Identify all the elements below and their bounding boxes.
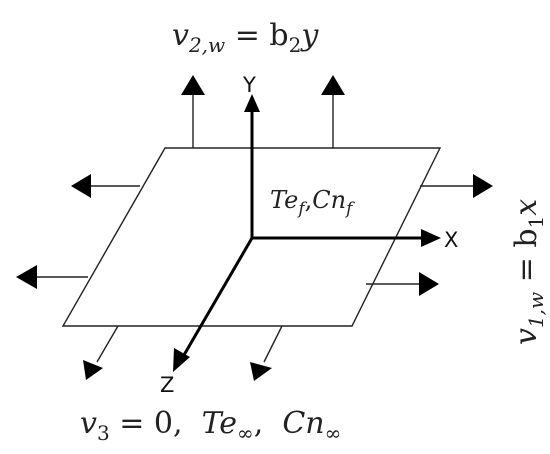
right-arrow-upper-head xyxy=(473,174,493,198)
bottom-v-sub: 3 xyxy=(97,421,110,445)
down-arrow-left-head xyxy=(83,360,103,380)
right-eq: = b xyxy=(509,228,544,291)
downward-arrows xyxy=(83,325,283,381)
x-axis-label: X xyxy=(444,228,458,252)
right-v-sub: 1,w xyxy=(524,292,548,328)
upward-arrows xyxy=(181,75,345,148)
right-v: v xyxy=(509,328,544,345)
z-axis-label: Z xyxy=(160,373,174,397)
plate-sep: , xyxy=(305,186,313,214)
rightward-arrows xyxy=(366,174,493,296)
right-velocity-label: v1,w = b1x xyxy=(509,199,548,345)
up-arrow-right-head xyxy=(321,75,345,95)
leftward-arrows xyxy=(16,174,140,289)
bottom-te-sub: ∞ xyxy=(237,421,254,445)
right-arrow-lower-head xyxy=(419,272,439,296)
bottom-sep: , xyxy=(254,406,283,441)
x-axis-head xyxy=(421,229,441,247)
left-arrow-upper-head xyxy=(71,174,91,198)
bottom-cn: Cn xyxy=(282,406,324,441)
right-var: x xyxy=(509,199,544,216)
z-axis xyxy=(182,237,254,356)
top-b-sub: 2 xyxy=(289,33,302,57)
y-axis-label: Y xyxy=(242,73,256,97)
plate-cn: Cn xyxy=(312,186,346,214)
top-eq: = b xyxy=(225,18,288,53)
plate-conditions-label: Tef,Cnf xyxy=(270,186,355,219)
left-arrow-lower-head xyxy=(16,265,37,289)
z-axis-head xyxy=(173,348,190,372)
bottom-eq: = 0, xyxy=(110,406,202,441)
sheet-plate xyxy=(61,147,442,327)
top-v-sub: 2,w xyxy=(188,33,225,57)
down-arrow-right-head xyxy=(250,362,272,381)
plate-te-sub: f xyxy=(296,199,307,219)
y-axis-head xyxy=(244,94,260,112)
plate-te: Te xyxy=(270,186,298,214)
down-arrow-right-shaft xyxy=(263,325,283,363)
bottom-conditions-label: v3 = 0, Te∞, Cn∞ xyxy=(80,406,341,445)
top-var: y xyxy=(299,18,319,53)
bottom-te: Te xyxy=(202,406,237,441)
down-arrow-left-shaft xyxy=(96,325,119,363)
coordinate-axes xyxy=(173,94,441,372)
top-velocity-label: v2,w = b2y xyxy=(172,18,319,57)
bottom-cn-sub: ∞ xyxy=(325,421,342,445)
bottom-v: v xyxy=(80,406,97,441)
plate-cn-sub: f xyxy=(344,199,355,219)
up-arrow-left-head xyxy=(181,75,205,95)
top-v: v xyxy=(172,18,189,53)
right-b-sub: 1 xyxy=(524,216,548,229)
